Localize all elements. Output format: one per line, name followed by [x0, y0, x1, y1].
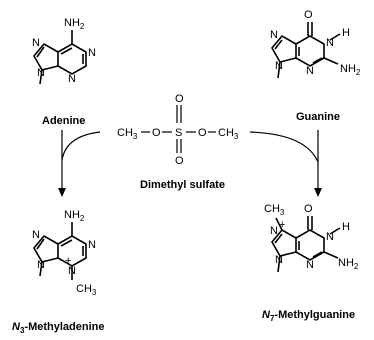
adenine-amine: NH2 — [64, 17, 85, 31]
n7-methylguanine-amine: NH2 — [338, 257, 359, 271]
dms-oxygen-left: O — [152, 127, 161, 139]
dms-oxygen-top: O — [175, 93, 184, 105]
adenine-label: Adenine — [42, 115, 85, 127]
n3-methyladenine-methyl: CH3 — [76, 283, 97, 297]
n3-methyladenine-n1: N — [88, 239, 96, 251]
n3-methyladenine-label: N3-Methyladenine — [12, 321, 104, 335]
n3-methyladenine-n9: N — [37, 259, 45, 271]
n7-methylguanine-oxygen: O — [304, 203, 313, 215]
adenine-n1: N — [88, 47, 96, 59]
n7-methylguanine-methyl: CH3 — [264, 203, 285, 217]
guanine-label: Guanine — [296, 111, 340, 123]
n3-methyladenine-n3: N — [68, 265, 76, 277]
dimethyl-sulfate-structure: CH3 O S O CH3 O O — [117, 93, 239, 167]
n7-methylguanine-label: N7-Methylguanine — [262, 309, 355, 323]
guanine-n7: N — [270, 29, 278, 41]
guanine-n9: N — [275, 60, 283, 72]
n7-methylguanine-charge: + — [279, 219, 285, 231]
guanine-amine: NH2 — [340, 63, 361, 77]
dms-oxygen-right: O — [198, 127, 207, 139]
n3-methyladenine-structure — [33, 222, 87, 280]
guanine-n1: N — [326, 37, 334, 49]
guanine-structure — [271, 22, 341, 79]
adenine-n7: N — [32, 37, 40, 49]
guanine-oxygen: O — [304, 9, 313, 21]
dms-methyl-right: CH3 — [218, 127, 239, 141]
n7-methylguanine-n7: N — [270, 225, 278, 237]
dms-methyl-left: CH3 — [117, 127, 138, 141]
dimethyl-sulfate-label: Dimethyl sulfate — [140, 179, 225, 191]
n3-methyladenine-n7: N — [32, 229, 40, 241]
dms-sulfur: S — [175, 127, 182, 139]
adenine-structure — [33, 30, 87, 85]
n3-methyladenine-amine: NH2 — [64, 209, 85, 223]
n7-methylguanine-n1: N — [326, 231, 334, 243]
n7-methylguanine-n3: N — [306, 259, 314, 271]
guanine-n3: N — [306, 65, 314, 77]
n3-methyladenine-charge: + — [65, 255, 71, 267]
adenine-n9: N — [37, 67, 45, 79]
n7-methylguanine-hydrogen: H — [342, 221, 350, 233]
n7-methylguanine-n9: N — [275, 254, 283, 266]
adenine-n3: N — [68, 73, 76, 85]
n7-methylguanine-structure — [271, 216, 341, 273]
reaction-arrow-right — [249, 130, 322, 197]
reaction-arrow-left — [58, 130, 101, 197]
dms-oxygen-bottom: O — [175, 155, 184, 167]
guanine-hydrogen: H — [342, 27, 350, 39]
